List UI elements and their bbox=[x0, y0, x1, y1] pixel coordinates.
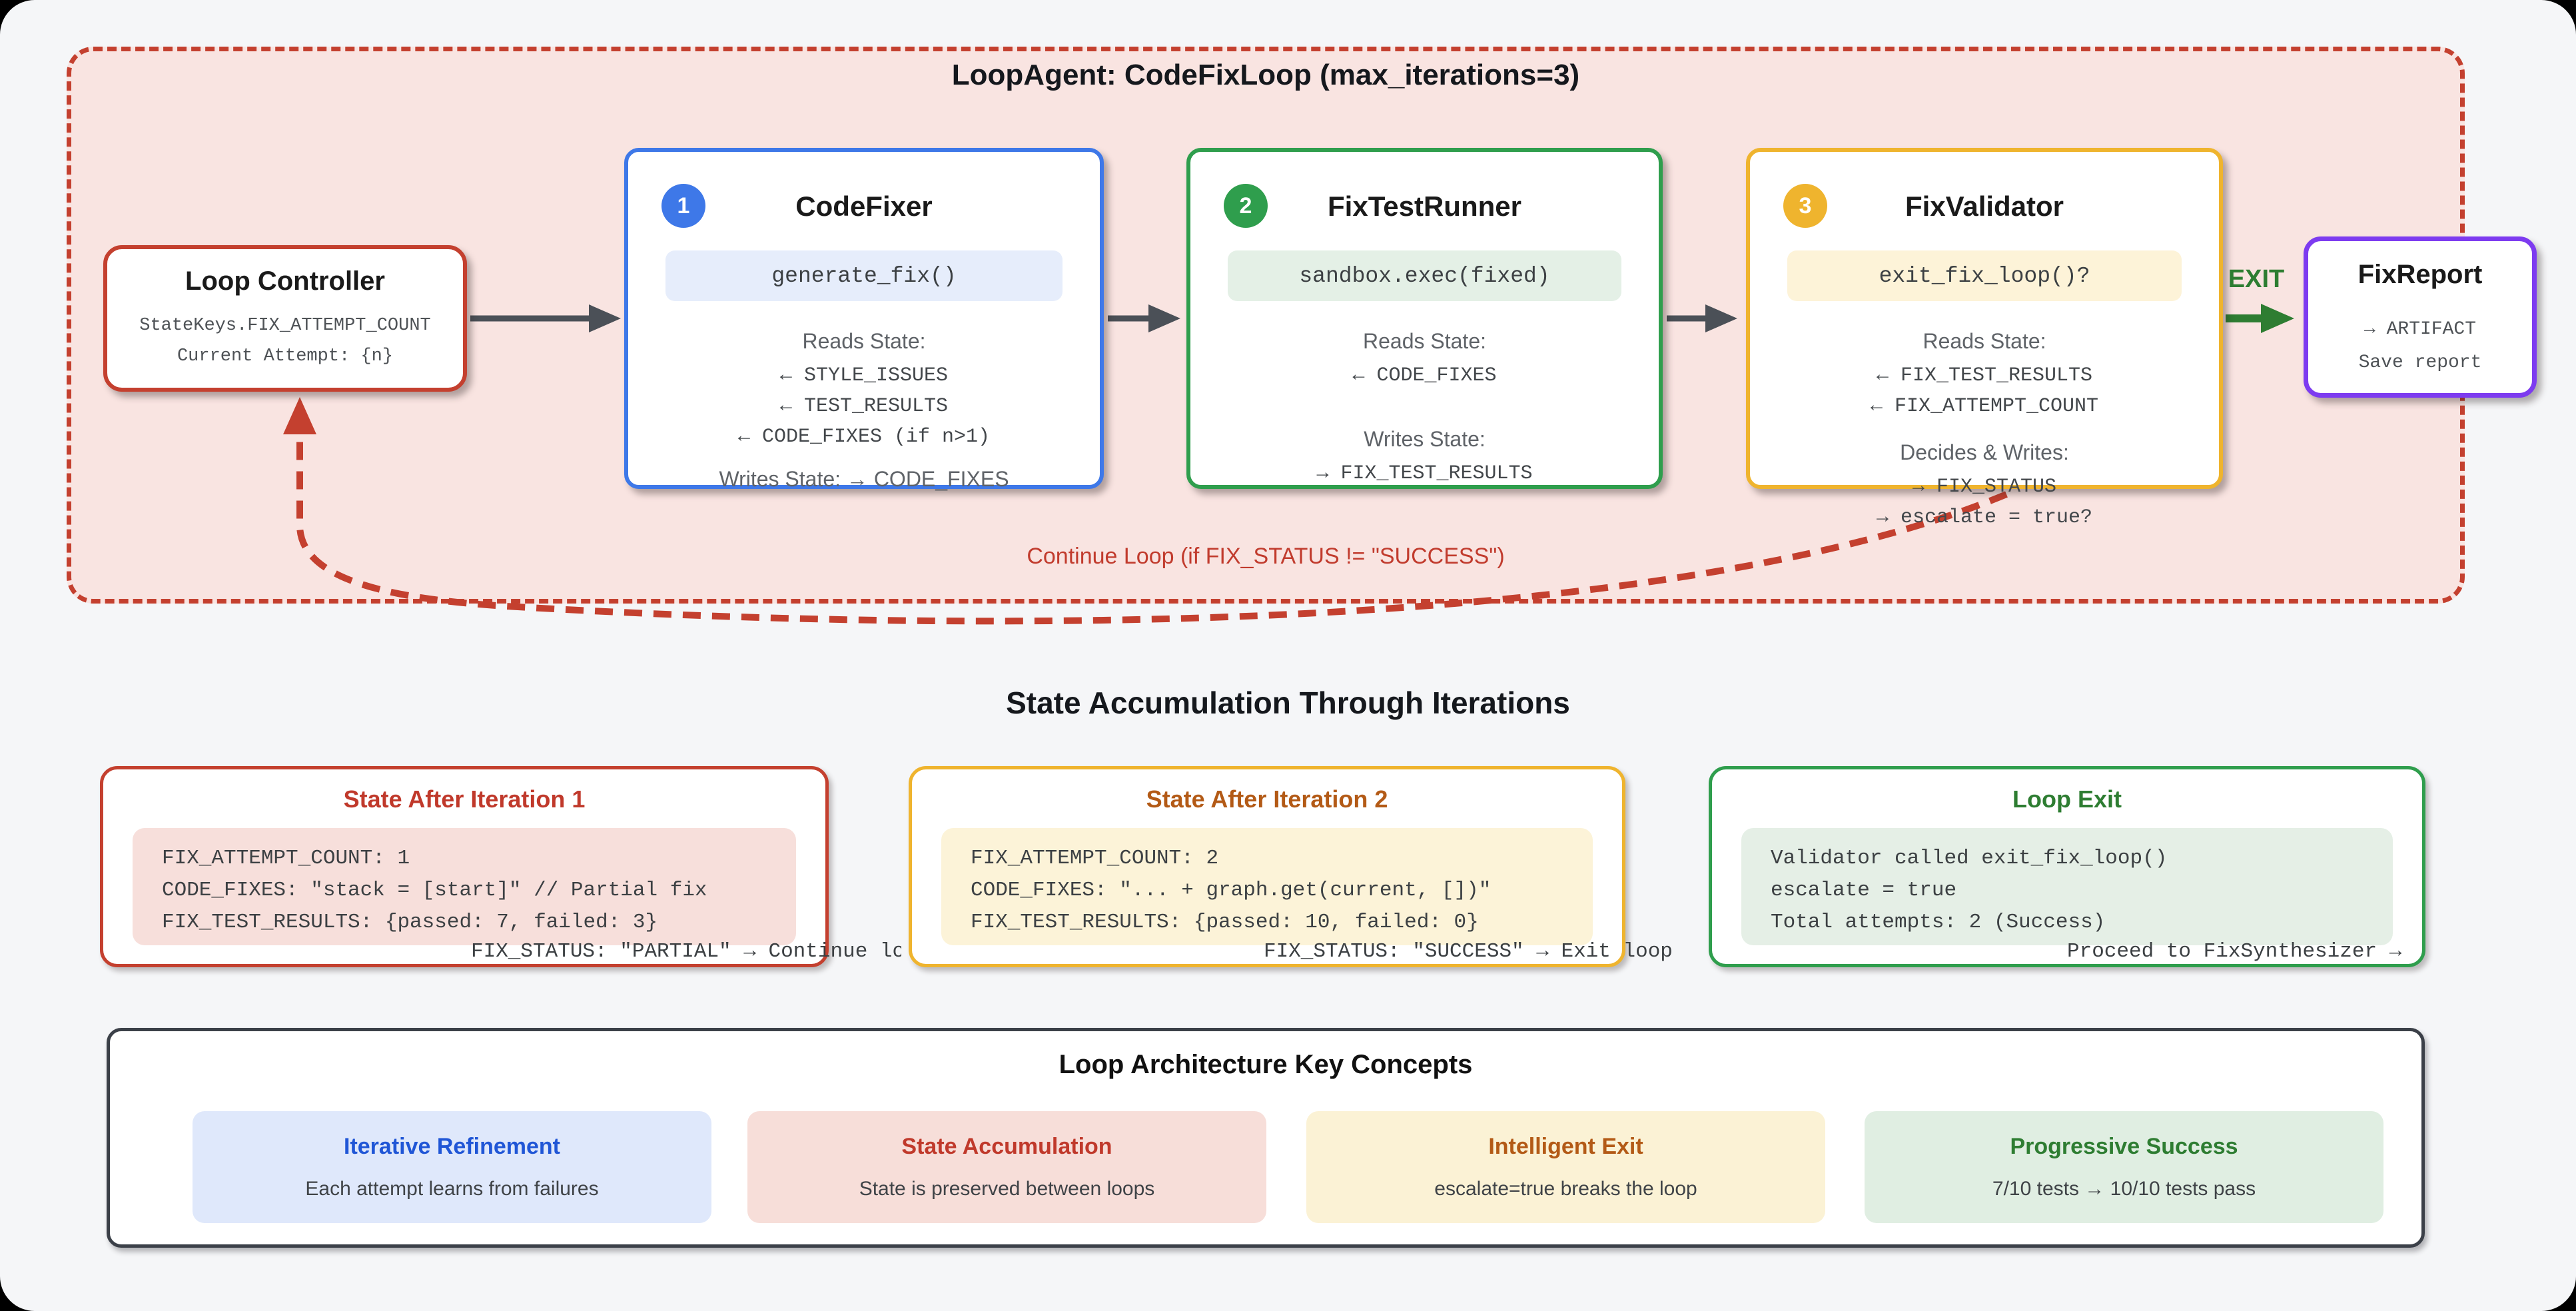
concept-subtitle: State is preserved between loops bbox=[859, 1178, 1155, 1200]
fixtestrunner-body: Reads State: ← CODE_FIXES Writes State: … bbox=[1190, 320, 1659, 489]
write-item: → FIX_STATUS bbox=[1912, 476, 2057, 498]
state-iteration-1-box: State After Iteration 1 FIX_ATTEMPT_COUN… bbox=[100, 766, 901, 967]
state-section-title: State Accumulation Through Iterations bbox=[1006, 685, 1570, 720]
concept-subtitle: Each attempt learns from failures bbox=[305, 1178, 599, 1200]
concept-card-state-accumulation: State Accumulation State is preserved be… bbox=[747, 1111, 1266, 1223]
write-item: → FIX_TEST_RESULTS bbox=[1316, 462, 1533, 485]
fixreport-details: → ARTIFACT Save report bbox=[2308, 313, 2532, 380]
exit-label: EXIT bbox=[2228, 265, 2285, 293]
concept-subtitle: escalate=true breaks the loop bbox=[1434, 1178, 1697, 1200]
loop-controller-details: StateKeys.FIX_ATTEMPT_COUNT Current Atte… bbox=[107, 310, 463, 372]
continue-loop-label: Continue Loop (if FIX_STATUS != "SUCCESS… bbox=[1027, 544, 1505, 569]
read-item: ← STYLE_ISSUES bbox=[779, 364, 949, 387]
step-3-badge: 3 bbox=[1783, 184, 1827, 228]
concept-title: Intelligent Exit bbox=[1488, 1134, 1643, 1159]
state-box-footer: Proceed to FixSynthesizer → bbox=[2067, 940, 2402, 963]
codefixer-node: 1 CodeFixer generate_fix() Reads State: … bbox=[624, 148, 1104, 491]
code-line: FIX_TEST_RESULTS: {passed: 7, failed: 3} bbox=[162, 911, 658, 934]
fixtestrunner-node: 2 FixTestRunner sandbox.exec(fixed) Read… bbox=[1186, 148, 1663, 489]
state-box-footer: FIX_STATUS: "SUCCESS" → Exit loop bbox=[1264, 940, 1673, 963]
code-line: FIX_ATTEMPT_COUNT: 1 bbox=[162, 847, 410, 870]
code-line: FIX_TEST_RESULTS: {passed: 10, failed: 0… bbox=[971, 911, 1479, 934]
read-item: ← FIX_TEST_RESULTS bbox=[1876, 364, 2093, 387]
fixreport-artifact: → ARTIFACT bbox=[2363, 319, 2477, 340]
code-line: Total attempts: 2 (Success) bbox=[1771, 911, 2106, 934]
read-item: ← TEST_RESULTS bbox=[779, 395, 949, 418]
spacer bbox=[1750, 422, 2219, 431]
state-box-footer: FIX_STATUS: "PARTIAL" → Continue loop bbox=[471, 940, 901, 963]
concept-title: Iterative Refinement bbox=[344, 1134, 560, 1159]
codefixer-title: CodeFixer bbox=[795, 191, 933, 222]
reads-state-label: Reads State: bbox=[1363, 329, 1486, 353]
writes-state-line: Writes State: → CODE_FIXES bbox=[719, 467, 1009, 491]
controller-attempt: Current Attempt: {n} bbox=[177, 346, 394, 366]
state-iteration-2-box: State After Iteration 2 FIX_ATTEMPT_COUN… bbox=[909, 766, 1673, 967]
concept-title: Progressive Success bbox=[2010, 1134, 2238, 1159]
concept-card-iterative-refinement: Iterative Refinement Each attempt learns… bbox=[193, 1111, 711, 1223]
decides-writes-label: Decides & Writes: bbox=[1900, 440, 2069, 464]
spacer bbox=[1190, 391, 1659, 418]
read-item: ← FIX_ATTEMPT_COUNT bbox=[1870, 395, 2099, 418]
state-code-panel: Validator called exit_fix_loop() escalat… bbox=[1741, 828, 2393, 945]
concept-subtitle: 7/10 tests → 10/10 tests pass bbox=[1992, 1178, 2256, 1200]
fixtestrunner-method-pill: sandbox.exec(fixed) bbox=[1228, 250, 1621, 301]
fixvalidator-title: FixValidator bbox=[1905, 191, 2064, 222]
writes-state-label: Writes State: bbox=[1364, 427, 1486, 451]
read-item: ← CODE_FIXES (if n>1) bbox=[737, 426, 991, 448]
step-1-badge: 1 bbox=[661, 184, 705, 228]
code-line: FIX_ATTEMPT_COUNT: 2 bbox=[971, 847, 1219, 870]
fixreport-node: FixReport → ARTIFACT Save report bbox=[2304, 236, 2537, 398]
write-item-escalate: → escalate = true? bbox=[1876, 506, 2093, 529]
code-line: escalate = true bbox=[1771, 879, 1957, 902]
concept-card-progressive-success: Progressive Success 7/10 tests → 10/10 t… bbox=[1865, 1111, 2383, 1223]
key-concepts-title: Loop Architecture Key Concepts bbox=[1059, 1050, 1473, 1079]
fixtestrunner-title: FixTestRunner bbox=[1328, 191, 1521, 222]
concept-card-intelligent-exit: Intelligent Exit escalate=true breaks th… bbox=[1306, 1111, 1825, 1223]
loop-exit-box: Loop Exit Validator called exit_fix_loop… bbox=[1709, 766, 2425, 967]
key-concepts-panel: Loop Architecture Key Concepts Iterative… bbox=[107, 1028, 2425, 1248]
fixvalidator-node: 3 FixValidator exit_fix_loop()? Reads St… bbox=[1746, 148, 2223, 529]
controller-state-key: StateKeys.FIX_ATTEMPT_COUNT bbox=[139, 316, 431, 336]
state-box-title: State After Iteration 1 bbox=[343, 785, 586, 813]
reads-state-label: Reads State: bbox=[802, 329, 926, 353]
state-box-title: State After Iteration 2 bbox=[1146, 785, 1388, 813]
state-code-panel: FIX_ATTEMPT_COUNT: 1 CODE_FIXES: "stack … bbox=[133, 828, 796, 945]
read-item: ← CODE_FIXES bbox=[1352, 364, 1497, 387]
loop-controller-node: Loop Controller StateKeys.FIX_ATTEMPT_CO… bbox=[103, 245, 467, 392]
state-code-panel: FIX_ATTEMPT_COUNT: 2 CODE_FIXES: "... + … bbox=[941, 828, 1593, 945]
code-line: CODE_FIXES: "... + graph.get(current, []… bbox=[971, 879, 1492, 902]
codefixer-method-pill: generate_fix() bbox=[665, 250, 1063, 301]
fixreport-save: Save report bbox=[2358, 352, 2482, 373]
loop-agent-title: LoopAgent: CodeFixLoop (max_iterations=3… bbox=[951, 59, 1580, 91]
step-2-badge: 2 bbox=[1224, 184, 1268, 228]
concept-title: State Accumulation bbox=[901, 1134, 1112, 1159]
loop-controller-title: Loop Controller bbox=[185, 266, 385, 296]
state-box-title: Loop Exit bbox=[2012, 785, 2122, 813]
fixreport-title: FixReport bbox=[2358, 260, 2483, 289]
codefixer-body: Reads State: ← STYLE_ISSUES ← TEST_RESUL… bbox=[628, 320, 1100, 498]
code-line: Validator called exit_fix_loop() bbox=[1771, 847, 2168, 870]
fixvalidator-body: Reads State: ← FIX_TEST_RESULTS ← FIX_AT… bbox=[1750, 320, 2219, 533]
code-line: CODE_FIXES: "stack = [start]" // Partial… bbox=[162, 879, 707, 902]
reads-state-label: Reads State: bbox=[1923, 329, 2046, 353]
fixvalidator-method-pill: exit_fix_loop()? bbox=[1787, 250, 2182, 301]
